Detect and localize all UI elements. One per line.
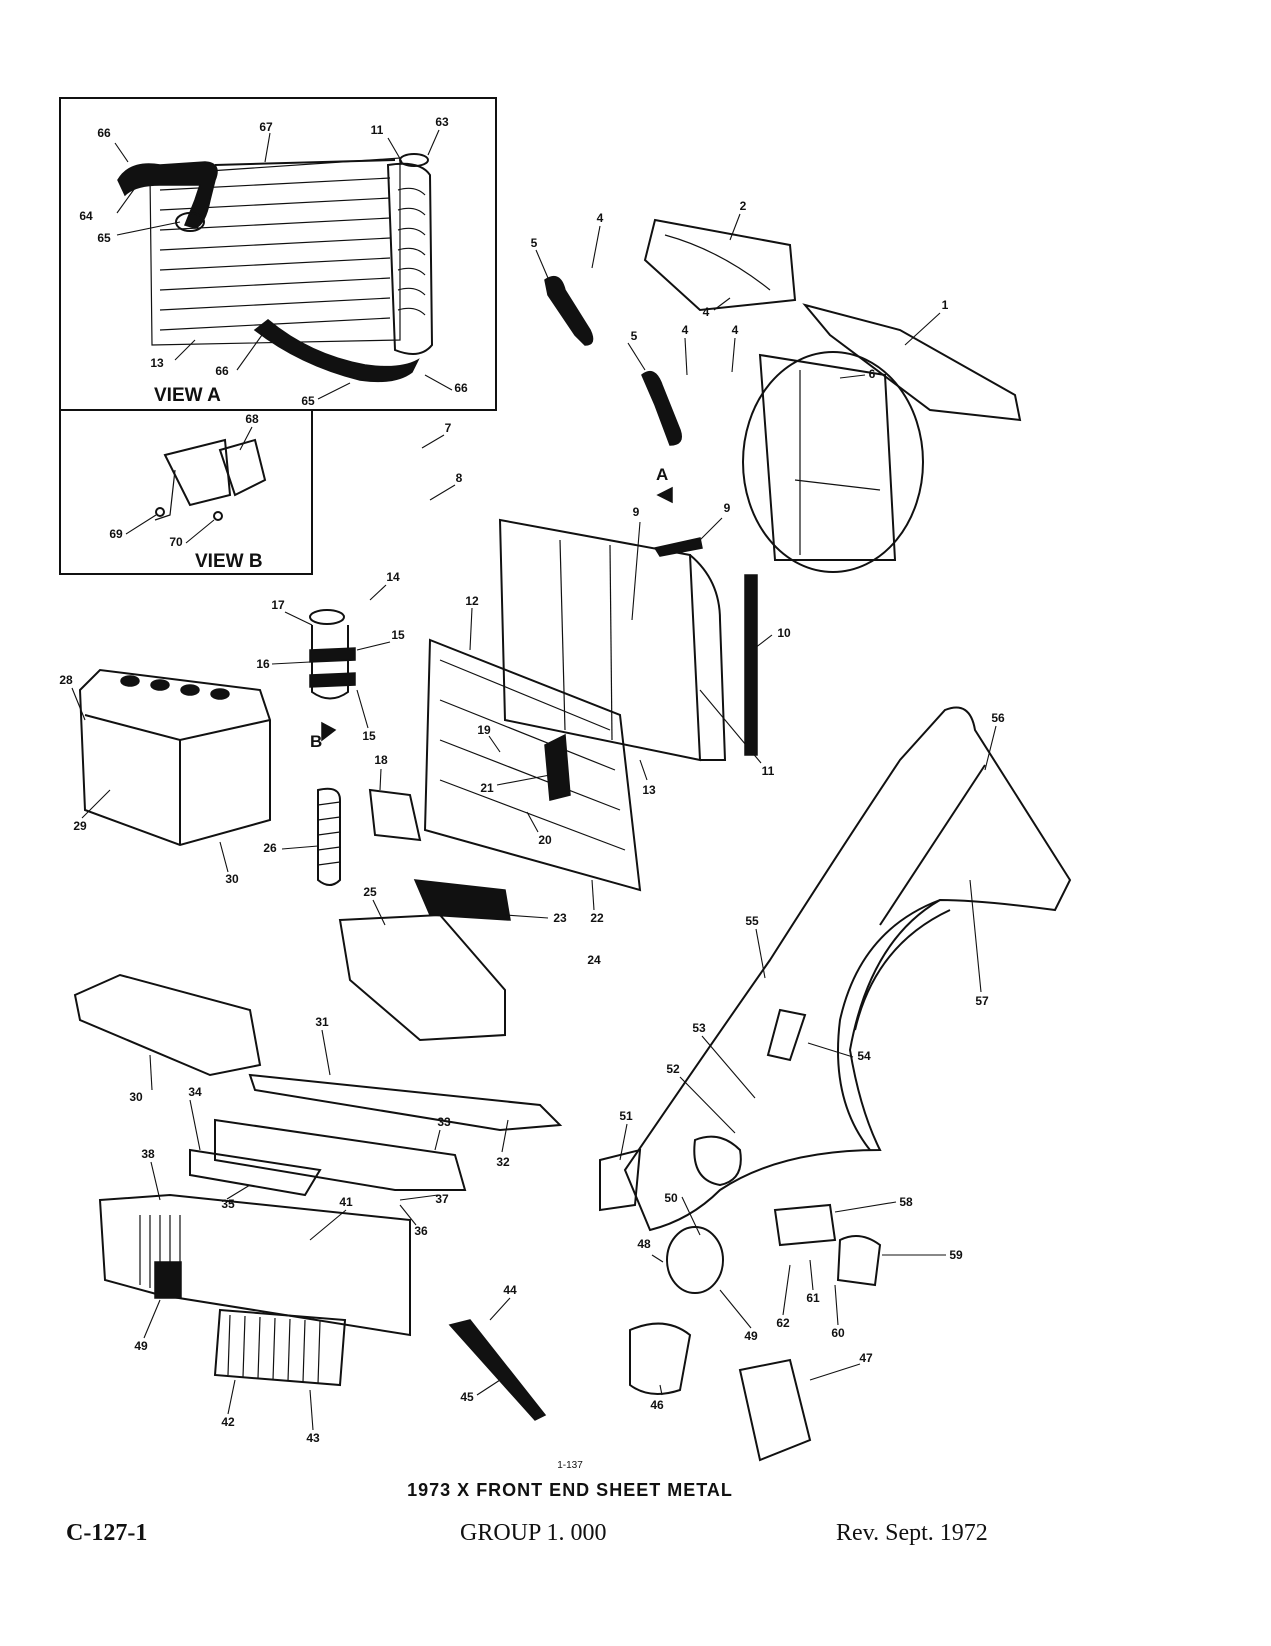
callout-65: 65 xyxy=(301,394,315,408)
callout-35: 35 xyxy=(221,1197,235,1211)
callout-51: 51 xyxy=(619,1109,633,1123)
callout-9: 9 xyxy=(633,505,640,519)
callout-70: 70 xyxy=(169,535,183,549)
callout-46: 46 xyxy=(650,1398,664,1412)
callout-6: 6 xyxy=(869,367,876,381)
callout-14: 14 xyxy=(386,570,400,584)
callout-16: 16 xyxy=(256,657,270,671)
callout-24: 24 xyxy=(587,953,601,967)
callout-4: 4 xyxy=(682,323,689,337)
callout-43: 43 xyxy=(306,1431,320,1445)
callout-49: 49 xyxy=(134,1339,148,1353)
callout-47: 47 xyxy=(859,1351,873,1365)
callout-45: 45 xyxy=(460,1390,474,1404)
callout-61: 61 xyxy=(806,1291,820,1305)
callout-9: 9 xyxy=(724,501,731,515)
direction-arrow-b: B xyxy=(310,732,322,751)
callout-63: 63 xyxy=(435,115,449,129)
callout-68: 68 xyxy=(245,412,259,426)
callout-32: 32 xyxy=(496,1155,510,1169)
callout-66: 66 xyxy=(215,364,229,378)
callout-21: 21 xyxy=(480,781,494,795)
callout-10: 10 xyxy=(777,626,791,640)
callout-67: 67 xyxy=(259,120,273,134)
figure-number: 1-137 xyxy=(557,1460,583,1471)
callout-15: 15 xyxy=(391,628,405,642)
callout-48: 48 xyxy=(637,1237,651,1251)
callout-41: 41 xyxy=(339,1195,353,1209)
revision-date: Rev. Sept. 1972 xyxy=(836,1520,988,1546)
callout-12: 12 xyxy=(465,594,479,608)
callout-34: 34 xyxy=(188,1085,202,1099)
callout-66: 66 xyxy=(97,126,111,140)
callout-30: 30 xyxy=(225,872,239,886)
callout-57: 57 xyxy=(975,994,989,1008)
callout-64: 64 xyxy=(79,209,93,223)
callout-59: 59 xyxy=(949,1248,963,1262)
view-b-label: VIEW B xyxy=(195,551,263,572)
callout-42: 42 xyxy=(221,1415,235,1429)
callout-55: 55 xyxy=(745,914,759,928)
callout-30: 30 xyxy=(129,1090,143,1104)
upper-hose-group: A 1 2 5 4 4 5 4 4 6 7 8 xyxy=(421,199,1022,573)
callout-44: 44 xyxy=(503,1283,517,1297)
callout-18: 18 xyxy=(374,753,388,767)
callout-65: 65 xyxy=(97,231,111,245)
callout-56: 56 xyxy=(991,711,1005,725)
callout-23: 23 xyxy=(553,911,567,925)
callout-31: 31 xyxy=(315,1015,329,1029)
callout-50: 50 xyxy=(664,1191,678,1205)
callout-58: 58 xyxy=(899,1195,913,1209)
callout-8: 8 xyxy=(456,471,463,485)
callout-60: 60 xyxy=(831,1326,845,1340)
callout-54: 54 xyxy=(857,1049,871,1063)
callout-1: 1 xyxy=(942,298,949,312)
view-b-inset: 68 69 70 VIEW B xyxy=(59,409,313,575)
callout-36: 36 xyxy=(414,1224,428,1238)
callout-5: 5 xyxy=(531,236,538,250)
callout-49: 49 xyxy=(744,1329,758,1343)
callout-4: 4 xyxy=(703,305,710,319)
callout-25: 25 xyxy=(363,885,377,899)
radiator-group: 9 9 10 11 12 13 19 21 20 22 xyxy=(423,501,791,925)
figure-caption: 1973 X FRONT END SHEET METAL xyxy=(407,1480,733,1500)
callout-4: 4 xyxy=(732,323,739,337)
callout-66: 66 xyxy=(454,381,468,395)
callout-28: 28 xyxy=(59,673,73,687)
callout-7: 7 xyxy=(445,421,452,435)
group-number: GROUP 1. 000 xyxy=(460,1520,607,1546)
front-lower-group: 31 32 33 34 38 35 37 36 41 49 42 43 44 4… xyxy=(98,1015,563,1445)
callout-2: 2 xyxy=(740,199,747,213)
view-a-label: VIEW A xyxy=(154,385,221,406)
callout-17: 17 xyxy=(271,598,285,612)
callout-29: 29 xyxy=(73,819,87,833)
page-number: C-127-1 xyxy=(66,1520,148,1546)
callout-37: 37 xyxy=(435,1192,449,1206)
callout-22: 22 xyxy=(590,911,604,925)
callout-20: 20 xyxy=(538,833,552,847)
fender-group: 56 57 55 54 53 52 51 58 59 50 48 49 61 6… xyxy=(587,706,1072,1462)
view-a-inset: 66 67 11 63 64 65 13 66 65 66 VIEW A xyxy=(59,97,497,411)
callout-15: 15 xyxy=(362,729,376,743)
callout-53: 53 xyxy=(692,1021,706,1035)
callout-13: 13 xyxy=(642,783,656,797)
callout-13: 13 xyxy=(150,356,164,370)
callout-19: 19 xyxy=(477,723,491,737)
callout-38: 38 xyxy=(141,1147,155,1161)
callout-4: 4 xyxy=(597,211,604,225)
left-components: B 14 17 16 15 15 28 29 30 26 18 23 25 xyxy=(59,570,567,1104)
callout-69: 69 xyxy=(109,527,123,541)
direction-arrow-a: A xyxy=(656,465,668,484)
callout-5: 5 xyxy=(631,329,638,343)
callout-52: 52 xyxy=(666,1062,680,1076)
callout-26: 26 xyxy=(263,841,277,855)
callout-33: 33 xyxy=(437,1115,451,1129)
callout-62: 62 xyxy=(776,1316,790,1330)
callout-11: 11 xyxy=(762,764,775,778)
callout-11: 11 xyxy=(371,123,384,137)
